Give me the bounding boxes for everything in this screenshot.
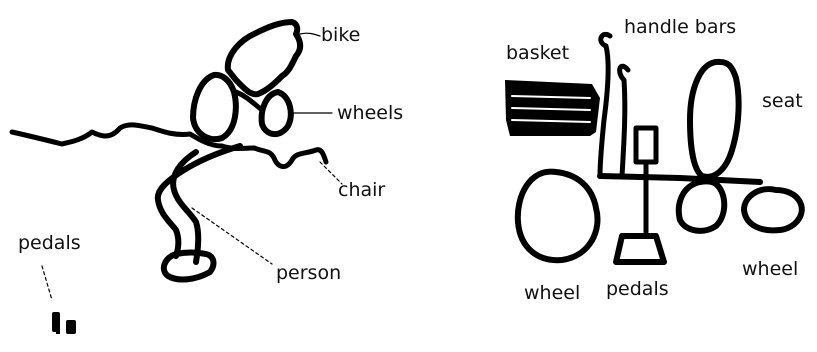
leader-pedals [42, 266, 52, 300]
label-seat: seat [762, 92, 803, 111]
frame-bar-shape [600, 176, 760, 182]
stem-shape [636, 128, 656, 162]
wheel-right-b-shape [744, 189, 802, 230]
label-chair: chair [338, 181, 385, 200]
label-bike: bike [321, 26, 360, 45]
label-pedals-right: pedals [606, 280, 669, 299]
leader-bike [300, 33, 320, 36]
label-handle-bars: handle bars [624, 18, 736, 37]
left-drawing [12, 22, 342, 334]
label-wheels: wheels [337, 104, 403, 123]
label-wheel-left: wheel [524, 284, 580, 303]
wheel-right-shape [262, 92, 291, 134]
label-pedals-left: pedals [18, 234, 81, 253]
wheel-right-a-shape [679, 181, 724, 230]
wheel-left-shape [193, 75, 236, 139]
label-person: person [276, 264, 341, 283]
wheel-left-right-shape [518, 172, 598, 261]
pedals-shape [52, 312, 76, 334]
bike-shape [228, 22, 300, 94]
handle-bars-right-shape [620, 66, 628, 176]
label-basket: basket [506, 44, 569, 63]
seat-shape [690, 62, 739, 177]
chair-line-right [254, 148, 326, 167]
person-feet-shape [164, 253, 214, 280]
pedals-right-shape [616, 236, 664, 262]
person-shape [158, 146, 240, 262]
right-drawing [505, 34, 802, 262]
label-wheel-right: wheel [742, 260, 798, 279]
handle-bars-shape [600, 34, 610, 176]
